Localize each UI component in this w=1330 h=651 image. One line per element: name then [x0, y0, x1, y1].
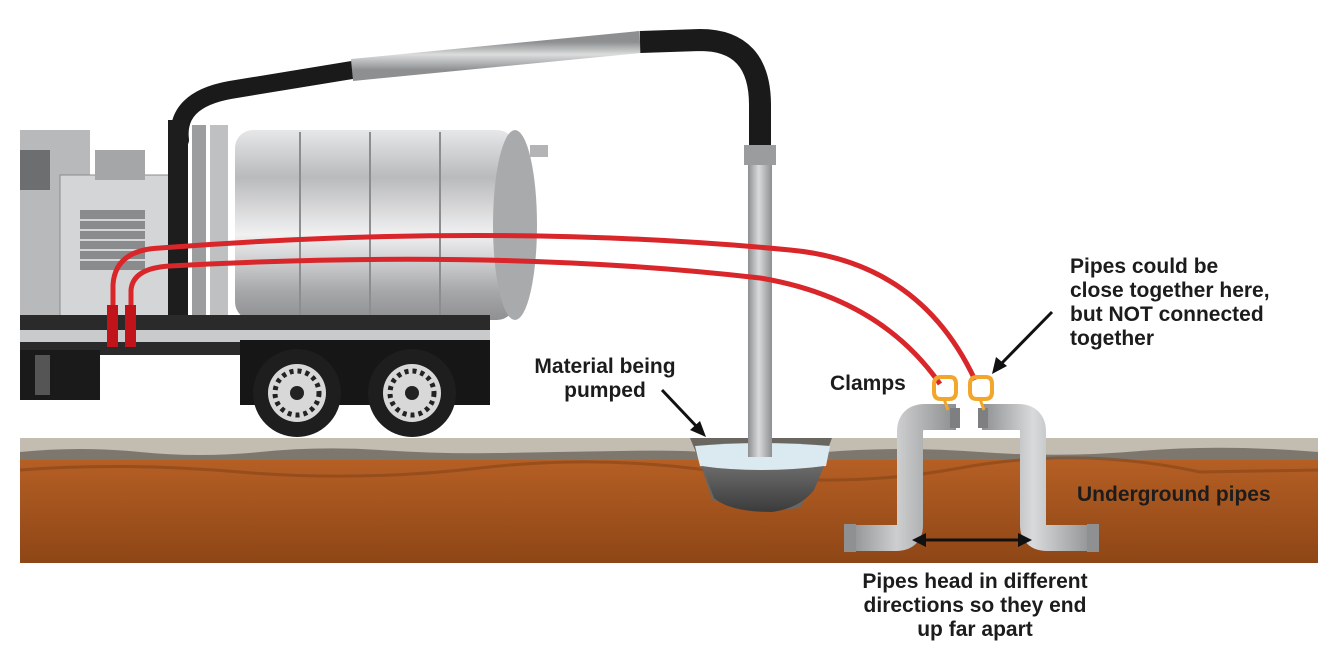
ground-crust: [20, 448, 700, 462]
red-hose-upper: [110, 233, 978, 382]
label-material-line-2: pumped: [564, 379, 646, 402]
label-clamps: Clamps: [830, 372, 906, 395]
underground-pipes: [844, 404, 1099, 552]
label-pipes-close-line-2: close together here,: [1070, 279, 1270, 302]
clamp-right: [968, 375, 994, 401]
vacuum-truck-icon: [20, 120, 548, 437]
pipe-right: [982, 404, 1095, 551]
arrow-material: [660, 388, 706, 437]
soil-texture: [19, 456, 1319, 482]
truck-wheel-rear: [368, 349, 456, 437]
arrow-distance: [912, 533, 1032, 547]
arrow-pipes-close: [992, 310, 1054, 374]
label-directions-line-2: directions so they end: [863, 594, 1087, 617]
label-material-line-1: Material being: [534, 355, 676, 378]
pipe-left: [848, 404, 956, 551]
clamp-icon: [932, 375, 994, 411]
label-directions-line-3: up far apart: [917, 618, 1033, 641]
truck-wheel-front: [253, 349, 341, 437]
label-pipes-close-line-4: together: [1070, 327, 1154, 350]
ground: [19, 438, 1319, 563]
label-pipes-close-together: Pipes could be close together here, but …: [1070, 255, 1270, 351]
ground-crust-right: [826, 447, 1318, 462]
clamp-left: [932, 375, 958, 401]
red-hoses: [107, 233, 978, 386]
arrow-icon: [660, 310, 1054, 547]
label-material-being-pumped: Material being pumped: [500, 355, 710, 403]
red-hose-lower: [128, 256, 943, 386]
label-pipes-close-line-3: but NOT connected: [1070, 303, 1264, 326]
label-pipes-different-directions: Pipes head in different directions so th…: [830, 570, 1120, 642]
label-pipes-close-line-1: Pipes could be: [1070, 255, 1219, 278]
label-underground-pipes: Underground pipes: [1077, 483, 1271, 506]
label-directions-line-1: Pipes head in different: [862, 570, 1088, 593]
material-slurry: [702, 466, 824, 512]
soil: [20, 460, 1318, 563]
truck-tank: [235, 130, 515, 320]
